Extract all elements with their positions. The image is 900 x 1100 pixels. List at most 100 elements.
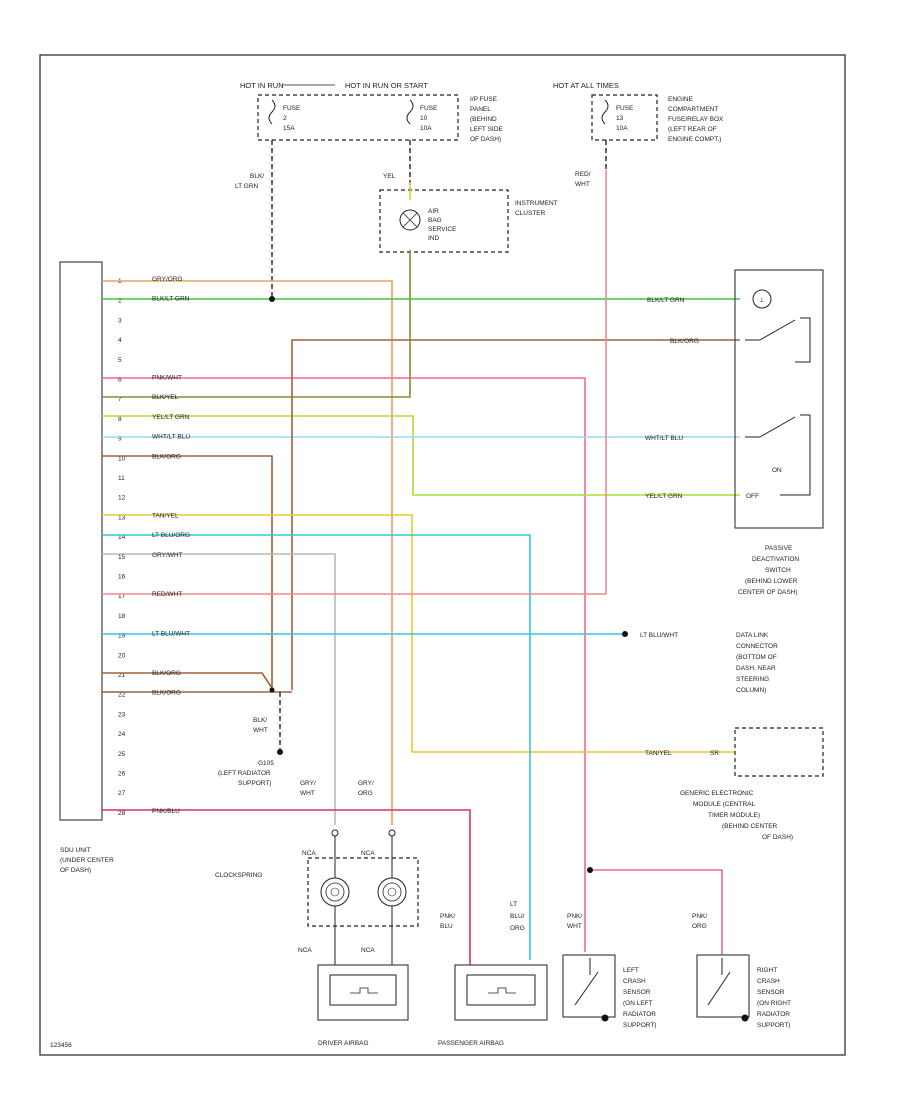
instrument-cluster-label: INSTRUMENT CLUSTER: [515, 200, 558, 217]
sdu-wire-label-pin-10: BLK/ORG: [152, 453, 181, 460]
splice-blk-ltgrn: [269, 296, 275, 302]
sdu-wire-label-pin-6: PNK/WHT: [152, 375, 182, 382]
airbag-lamp-icon: [399, 209, 421, 231]
svg-text:BLU: BLU: [440, 923, 453, 930]
nca-label-1: NCA: [302, 850, 316, 857]
svg-text:WHT: WHT: [253, 727, 268, 734]
sdu-pin-7: 7: [118, 396, 122, 403]
svg-text:AIR: AIR: [428, 208, 439, 215]
sdu-pin-14: 14: [118, 534, 126, 541]
label-pnk-blu: PNK/ BLU: [440, 913, 455, 930]
wire-blk-org-switch: [291, 339, 740, 690]
passive-switch-label: PASSIVE DEACTIVATION SWITCH (BEHIND LOWE…: [738, 545, 799, 596]
rlabel-blk-org: BLK/ORG: [670, 338, 699, 345]
nca-label-4: NCA: [361, 947, 375, 954]
switch-blade-2-icon: [759, 416, 796, 438]
svg-text:GRY/: GRY/: [358, 780, 374, 787]
svg-text:GRY/: GRY/: [300, 780, 316, 787]
ground-icon: [277, 749, 283, 755]
passive-switch-box: [734, 269, 824, 529]
driver-airbag-label: DRIVER AIRBAG: [318, 1040, 369, 1047]
svg-text:G105: G105: [258, 760, 274, 767]
svg-text:STEERING: STEERING: [736, 676, 769, 683]
svg-text:SENSOR: SENSOR: [623, 989, 651, 996]
svg-text:(BOTTOM OF: (BOTTOM OF: [736, 654, 777, 661]
left-crash-sensor-box: [562, 954, 616, 1018]
svg-text:PNK/: PNK/: [440, 913, 455, 920]
sdu-wire-label-pin-8: YEL/LT GRN: [152, 414, 190, 421]
svg-text:BAG: BAG: [428, 217, 442, 224]
nca-label-3: NCA: [298, 947, 312, 954]
sdu-pin-10: 10: [118, 455, 126, 462]
passenger-airbag-box: [454, 964, 548, 1021]
svg-text:RIGHT: RIGHT: [757, 967, 777, 974]
svg-text:(BEHIND LOWER: (BEHIND LOWER: [745, 578, 798, 585]
engine-fuse-box: [591, 94, 658, 141]
svg-text:2: 2: [283, 115, 287, 122]
sdu-pin-8: 8: [118, 416, 122, 423]
sdu-pin-11: 11: [118, 475, 125, 482]
svg-text:FUSE: FUSE: [283, 105, 301, 112]
svg-text:SERVICE: SERVICE: [428, 226, 457, 233]
svg-text:RADIATOR: RADIATOR: [623, 1011, 656, 1018]
sdu-unit-box: [59, 261, 103, 821]
sdu-pin-16: 16: [118, 574, 126, 581]
svg-text:BLK/: BLK/: [253, 717, 267, 724]
passenger-airbag-label: PASSENGER AIRBAG: [438, 1040, 504, 1047]
label-ltblu-org: LT BLU/ ORG: [510, 901, 525, 932]
fuse-10: FUSE 10 10A: [406, 99, 438, 132]
wire-pin6-pnk-wht: [102, 377, 586, 952]
svg-text:COLUMN): COLUMN): [736, 687, 766, 694]
svg-text:PASSIVE: PASSIVE: [765, 545, 793, 552]
svg-text:ORG: ORG: [692, 923, 707, 930]
svg-text:LEFT SIDE: LEFT SIDE: [470, 126, 503, 133]
switch-blade-1-icon: [759, 319, 796, 341]
sdu-wire-label-pin-28: PNK/BLU: [152, 808, 180, 815]
svg-text:ENGINE: ENGINE: [668, 96, 694, 103]
wire-pin8-yel-ltgrn: [102, 415, 740, 496]
rlabel-tan-yel: TAN/YEL: [645, 750, 672, 757]
label-pnk-org: PNK/ ORG: [692, 913, 707, 930]
svg-text:COMPARTMENT: COMPARTMENT: [668, 106, 718, 113]
sdu-wire-label-pin-9: WHT/LT BLU: [152, 434, 190, 441]
svg-text:TIMER MODULE): TIMER MODULE): [708, 812, 760, 819]
svg-text:DATA LINK: DATA LINK: [736, 632, 769, 639]
left-sensor-ground-icon: [601, 1014, 609, 1022]
sdu-pin-17: 17: [118, 593, 126, 600]
sdu-pins: 1234567891011121314151617181920212223242…: [118, 278, 126, 817]
fuse-13: FUSE 13 10A: [601, 99, 634, 132]
hot-all-times-label: HOT AT ALL TIMES: [553, 81, 619, 90]
svg-text:FUSE: FUSE: [420, 105, 438, 112]
svg-text:ORG: ORG: [358, 790, 373, 797]
splice-pnk: [587, 867, 593, 873]
sdu-wire-label-pin-17: RED/WHT: [152, 591, 182, 598]
sdu-pin-2: 2: [118, 298, 122, 305]
wire-pin10-blk-org: [102, 455, 273, 690]
svg-text:10A: 10A: [420, 125, 432, 132]
sdu-pin-23: 23: [118, 711, 126, 718]
svg-text:LEFT: LEFT: [623, 967, 639, 974]
svg-text:CENTER OF DASH): CENTER OF DASH): [738, 589, 798, 596]
wire-pin17-red-wht: [102, 170, 607, 595]
sdu-pin-18: 18: [118, 613, 126, 620]
sdu-wire-label-pin-22: BLK/ORG: [152, 690, 181, 697]
left-crash-sensor-label: LEFT CRASH SENSOR (ON LEFT RADIATOR SUPP…: [623, 967, 656, 1029]
sdu-pin-19: 19: [118, 633, 126, 640]
passenger-airbag-module-icon: [466, 974, 536, 1006]
label-gry-org: GRY/ ORG: [358, 780, 374, 797]
svg-text:10: 10: [420, 115, 428, 122]
gem-label: GENERIC ELECTRONIC MODULE (CENTRAL TIMER…: [680, 790, 793, 841]
gem-box: [734, 727, 824, 777]
engine-fuse-box-label: ENGINE COMPARTMENT FUSE/RELAY BOX (LEFT …: [668, 96, 724, 143]
svg-text:I/P FUSE: I/P FUSE: [470, 96, 498, 103]
wire-pin15-gry-wht: [102, 553, 336, 825]
switch-on-label: ON: [772, 467, 782, 474]
sdu-pin-26: 26: [118, 771, 126, 778]
svg-text:DEACTIVATION: DEACTIVATION: [752, 556, 799, 563]
svg-text:WHT: WHT: [567, 923, 582, 930]
sdu-pin-15: 15: [118, 554, 126, 561]
svg-text:RADIATOR: RADIATOR: [757, 1011, 790, 1018]
sdu-pin-4: 4: [118, 337, 122, 344]
sdu-wire-label-pin-7: BLK/YEL: [152, 394, 179, 401]
